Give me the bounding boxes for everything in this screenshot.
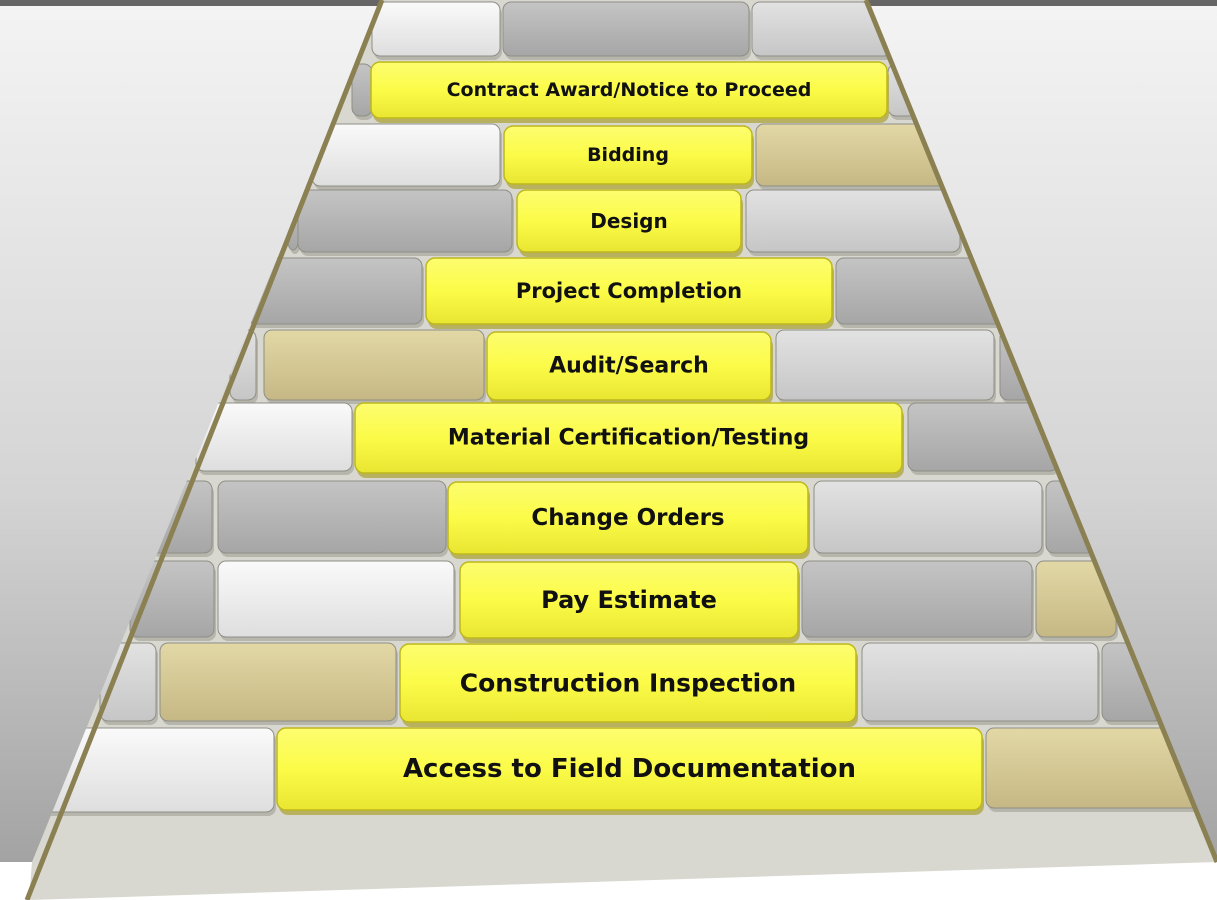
neutral-key	[263, 329, 485, 401]
step-key-face	[459, 561, 799, 639]
neutral-keys	[39, 1, 1208, 816]
neutral-key	[159, 642, 397, 722]
step-key-face	[486, 331, 772, 401]
step-key: Project Completion	[425, 257, 834, 329]
step-key-face	[516, 189, 742, 253]
step-label: Pay Estimate	[541, 586, 717, 614]
neutral-key	[801, 560, 1033, 638]
step-label: Project Completion	[516, 279, 742, 303]
neutral-key	[297, 189, 513, 253]
step-key: Bidding	[503, 125, 754, 189]
neutral-key	[813, 480, 1043, 554]
neutral-key	[217, 560, 455, 638]
step-label: Change Orders	[531, 505, 724, 531]
step-key: Audit/Search	[486, 331, 773, 405]
road-right-edge	[863, 0, 1217, 863]
step-key: Design	[516, 189, 743, 257]
neutral-key	[745, 189, 961, 253]
step-key: Access to Field Documentation	[276, 727, 984, 815]
step-key: Pay Estimate	[459, 561, 800, 643]
step-key-face	[447, 481, 809, 555]
step-key: Material Certification/Testing	[354, 402, 904, 478]
neutral-key	[311, 123, 501, 187]
step-label: Contract Award/Notice to Proceed	[447, 79, 812, 101]
step-label: Audit/Search	[549, 354, 709, 379]
step-label: Design	[590, 209, 667, 233]
step-key-face	[503, 125, 753, 185]
step-label: Access to Field Documentation	[403, 754, 856, 784]
step-key-face	[425, 257, 833, 325]
step-key-face	[370, 61, 888, 119]
neutral-key	[371, 1, 501, 57]
neutral-key	[775, 329, 995, 401]
step-key-face	[354, 402, 903, 474]
neutral-key	[755, 123, 947, 187]
step-key: Construction Inspection	[399, 643, 858, 727]
step-label: Material Certification/Testing	[448, 426, 809, 451]
neutral-key	[861, 642, 1099, 722]
step-keys: Contract Award/Notice to ProceedBiddingD…	[276, 61, 984, 815]
step-label: Bidding	[587, 144, 669, 166]
step-key: Contract Award/Notice to Proceed	[370, 61, 889, 123]
step-key: Change Orders	[447, 481, 810, 559]
step-key-face	[399, 643, 857, 723]
neutral-key	[217, 480, 447, 554]
neutral-key	[502, 1, 750, 57]
step-key-face	[276, 727, 983, 811]
step-label: Construction Inspection	[460, 669, 796, 698]
road-left-edge	[24, 0, 385, 900]
